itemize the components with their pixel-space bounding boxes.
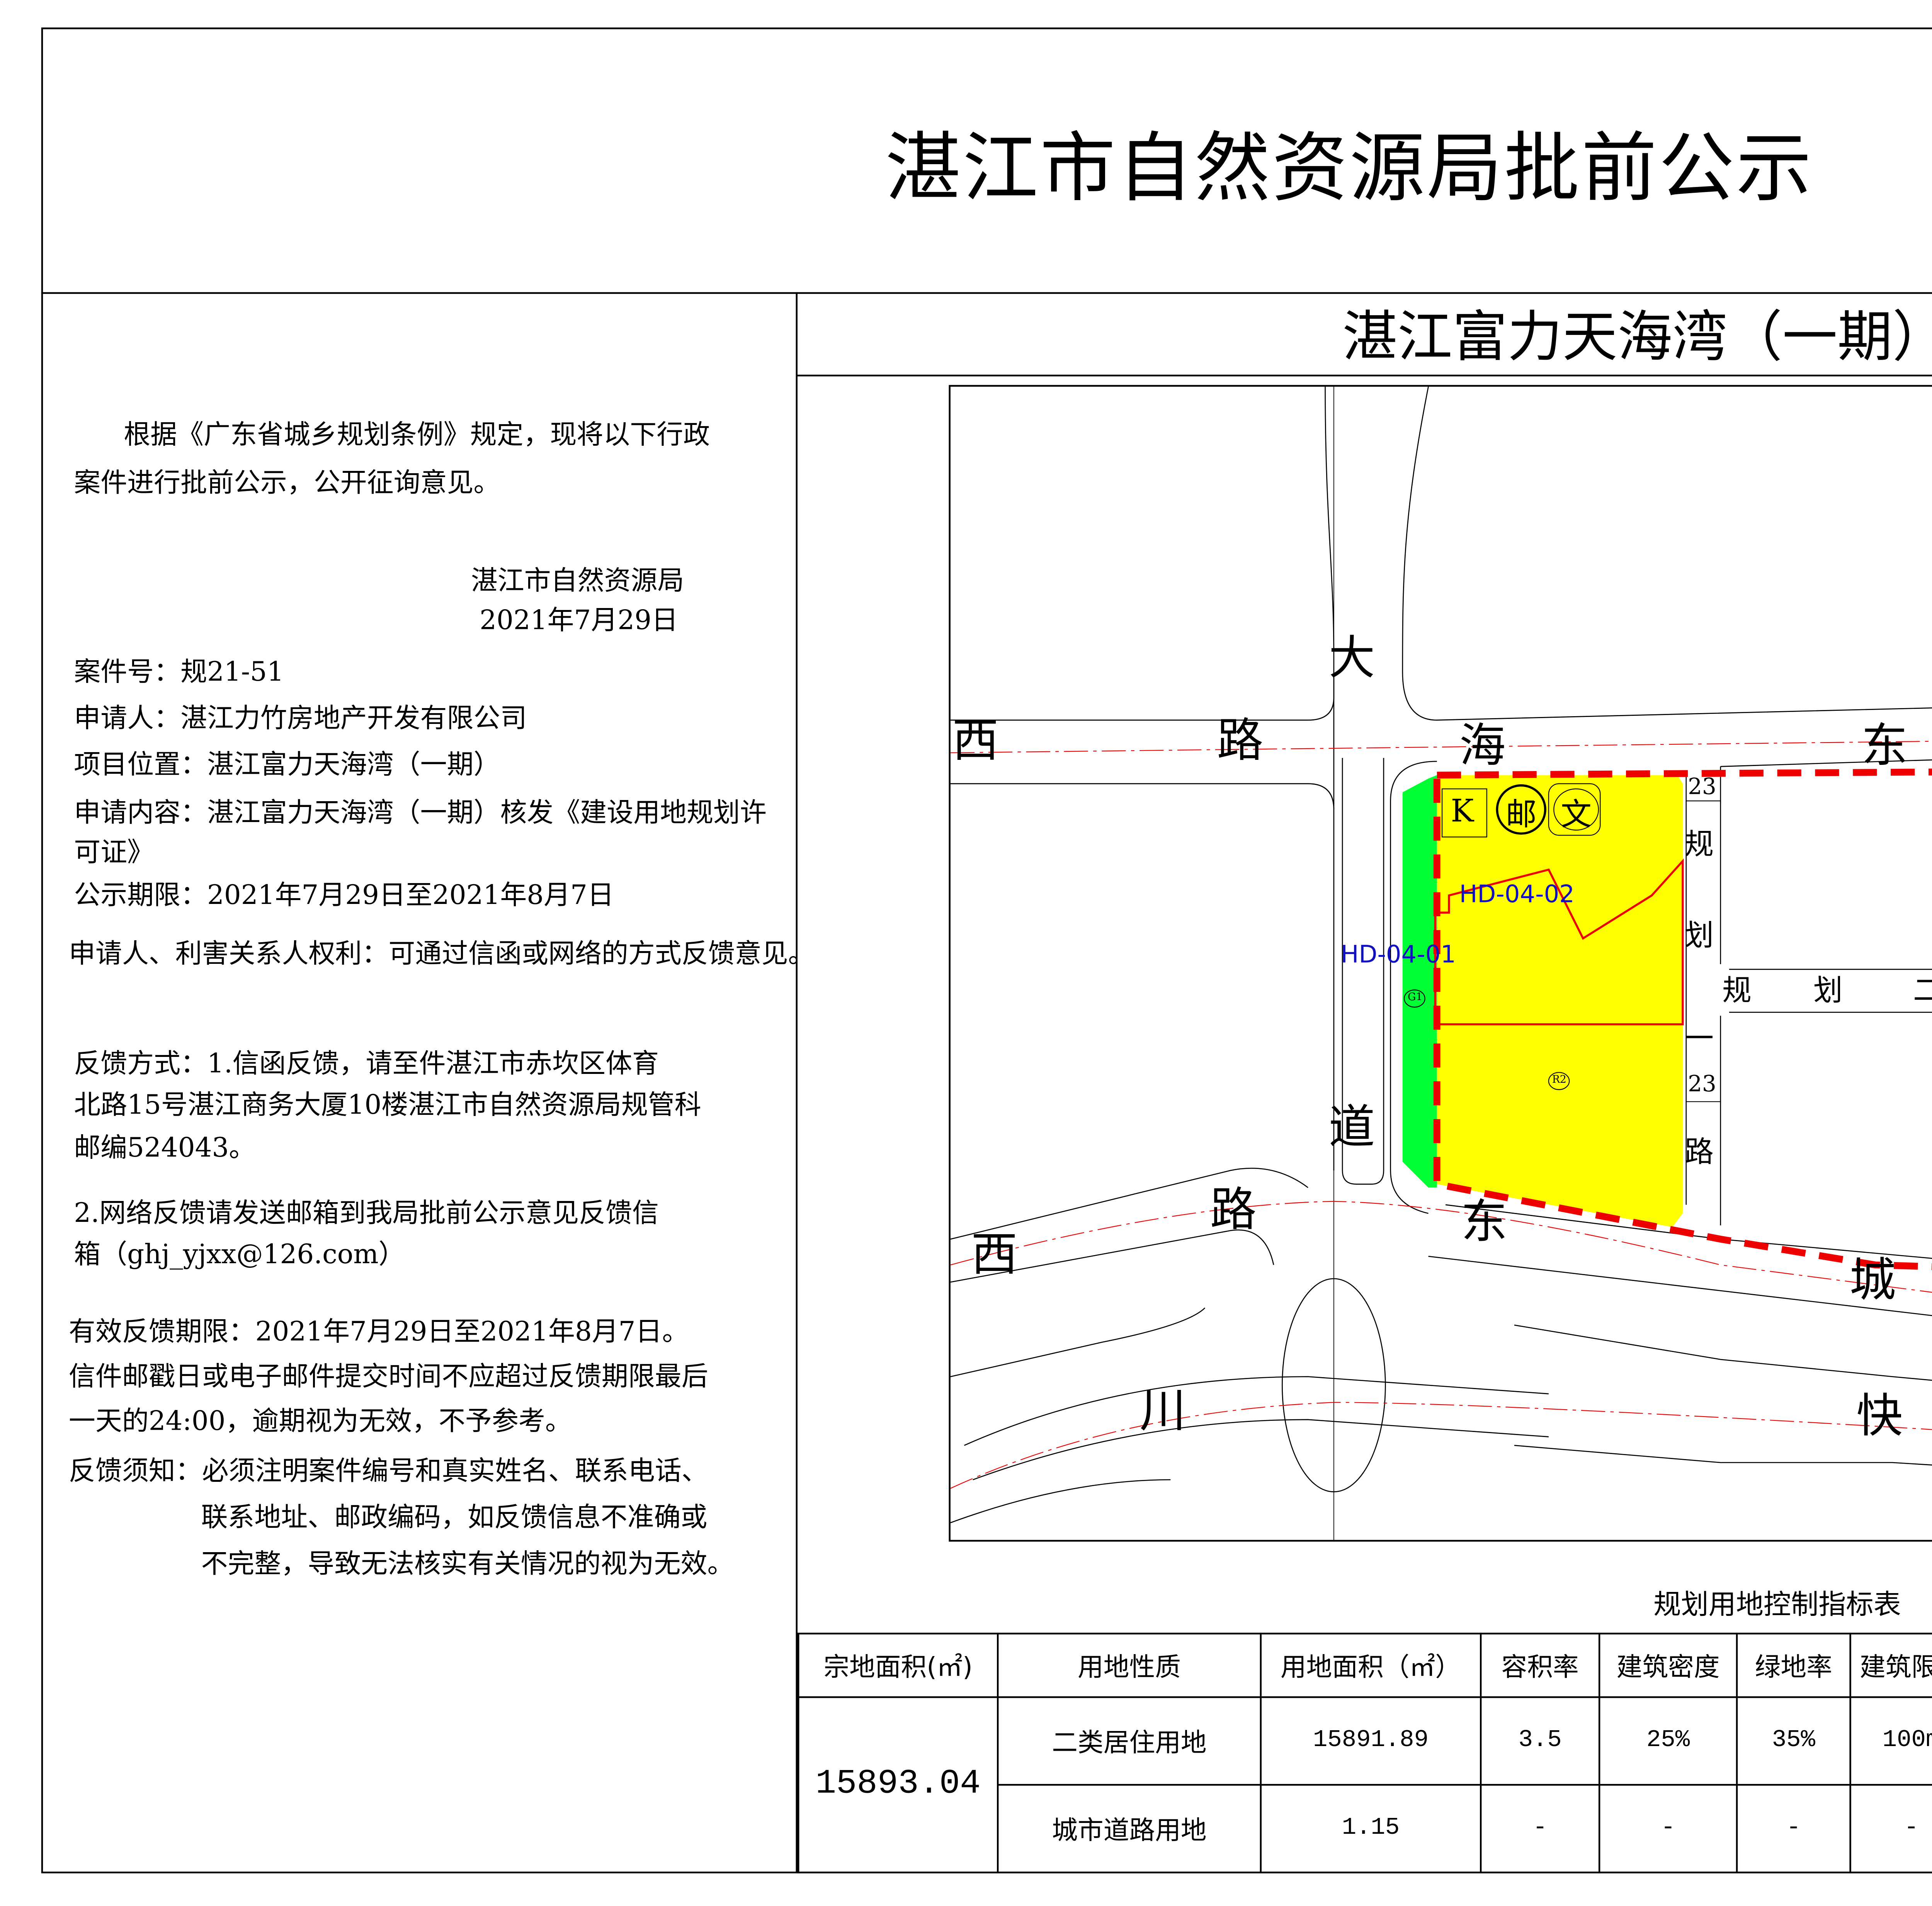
height-limit: - <box>1849 1784 1932 1874</box>
green-ratio: 35% <box>1736 1696 1851 1786</box>
divider <box>798 374 1932 377</box>
map-title: 湛江富力天海湾（一期）位置图 <box>1342 304 1932 370</box>
table-title: 规划用地控制指标表 <box>1653 1588 1901 1621</box>
online-feedback: 2.网络反馈请发送邮箱到我局批前公示意见反馈信 <box>74 1198 659 1229</box>
road-width-label: 23 <box>1688 1072 1716 1098</box>
col-header: 建筑限高 <box>1849 1633 1932 1698</box>
valid-period: 有效反馈期限：2021年7月29日至2021年8月7日。 <box>68 1316 689 1348</box>
feedback-email[interactable]: 箱（ghj_yjxx@126.com） <box>74 1239 405 1270</box>
road-label: 东 <box>1461 1196 1508 1250</box>
road-label: 西 <box>952 715 999 768</box>
notice-issuer: 湛江市自然资源局 <box>471 565 684 596</box>
road-label: 海 <box>1459 720 1506 774</box>
col-header: 用地性质 <box>997 1633 1262 1698</box>
case-number: 案件号：规21-51 <box>74 656 284 688</box>
land-use: 二类居住用地 <box>997 1696 1262 1786</box>
culture-facility-icon: 文 <box>1561 797 1592 834</box>
floor-area-ratio: 3.5 <box>1480 1696 1600 1786</box>
road-label: 路 <box>1217 715 1264 768</box>
height-limit: 100m <box>1849 1696 1932 1786</box>
road-label-guihua-1: 一 <box>1684 1023 1714 1057</box>
parcel-g1 <box>1402 775 1437 1188</box>
building-density: - <box>1598 1784 1738 1874</box>
notice-period: 公示期限：2021年7月29日至2021年8月7日 <box>74 880 614 911</box>
road-label: 快 <box>1856 1390 1903 1444</box>
notice-date: 2021年7月29日 <box>480 605 678 636</box>
feedback-notes: 不完整，导致无法核实有关情况的视为无效。 <box>201 1548 734 1580</box>
road-label-guihua-2: 二 <box>1913 977 1932 1007</box>
land-use: 城市道路用地 <box>997 1784 1262 1874</box>
road-label-guihua-1: 规 <box>1684 828 1714 863</box>
divider <box>41 292 1932 294</box>
road-label: 川 <box>1139 1385 1186 1439</box>
facility-k-icon: K <box>1451 794 1474 830</box>
deadline-note: 信件邮戳日或电子邮件提交时间不应超过反馈期限最后 <box>68 1361 708 1392</box>
parcel-id-label: HD-04-01 <box>1340 942 1456 970</box>
total-parcel-area: 15893.04 <box>798 1696 999 1874</box>
floor-area-ratio: - <box>1480 1784 1600 1874</box>
application-content: 可证》 <box>74 837 154 868</box>
road-label-guihua-2: 规 <box>1722 974 1752 1009</box>
col-header: 绿地率 <box>1736 1633 1851 1698</box>
road-label-guihua-2: 划 <box>1813 974 1843 1009</box>
building-density: 25% <box>1598 1696 1738 1786</box>
parcel-r2 <box>1437 775 1683 1227</box>
map-graphic <box>950 387 1932 1540</box>
green-ratio: - <box>1736 1784 1851 1874</box>
notice-intro: 案件进行批前公示，公开征询意见。 <box>74 467 500 499</box>
parcel-id-label: HD-04-02 <box>1459 882 1575 909</box>
land-control-table: 宗地面积(㎡) 用地性质 用地面积（㎡） 容积率 建筑密度 绿地率 建筑限高 备… <box>798 1633 1932 1874</box>
feedback-notes: 反馈须知：必须注明案件编号和真实姓名、联系电话、 <box>68 1456 708 1487</box>
post-office-icon: 邮 <box>1505 797 1537 834</box>
deadline-note: 一天的24:00，逾期视为无效，不予参考。 <box>68 1406 572 1437</box>
parcel-code-r2: R2 <box>1552 1074 1566 1086</box>
feedback-method: 北路15号湛江商务大厦10楼湛江市自然资源局规管科 <box>74 1089 701 1121</box>
road-label: 道 <box>1328 1101 1375 1155</box>
road-label: 东 <box>1861 720 1908 774</box>
page-title: 湛江市自然资源局批前公示 <box>885 124 1813 212</box>
feedback-method: 反馈方式：1.信函反馈，请至件湛江市赤坎区体育 <box>74 1048 659 1079</box>
location-map[interactable]: 西 路 大 海 东 鼎 中 道 西 路 东 城 路 中 川 快 规 划 一 路 … <box>949 385 1932 1542</box>
land-area: 1.15 <box>1260 1784 1482 1874</box>
table-row: 城市道路用地 1.15 - - - - <box>798 1784 1932 1874</box>
divider <box>796 292 798 1874</box>
road-label: 城 <box>1849 1254 1896 1308</box>
col-header: 建筑密度 <box>1598 1633 1738 1698</box>
land-area: 15891.89 <box>1260 1696 1482 1786</box>
col-header: 容积率 <box>1480 1633 1600 1698</box>
project-location: 项目位置：湛江富力天海湾（一期） <box>74 749 500 780</box>
application-content: 申请内容：湛江富力天海湾（一期）核发《建设用地规划许 <box>74 797 767 829</box>
road-label: 路 <box>1210 1184 1257 1238</box>
feedback-method: 邮编524043。 <box>74 1132 256 1164</box>
road-label-guihua-1: 划 <box>1684 919 1714 954</box>
road-label: 西 <box>971 1229 1018 1282</box>
table-header-row: 宗地面积(㎡) 用地性质 用地面积（㎡） 容积率 建筑密度 绿地率 建筑限高 备… <box>798 1633 1932 1698</box>
feedback-notes: 联系地址、邮政编码，如反馈信息不准确或 <box>201 1502 707 1533</box>
road-label-guihua-1: 路 <box>1684 1136 1714 1170</box>
road-width-label: 23 <box>1688 775 1716 801</box>
col-header: 宗地面积(㎡) <box>798 1633 999 1698</box>
applicant: 申请人：湛江力竹房地产开发有限公司 <box>74 703 527 734</box>
stakeholder-rights: 申请人、利害关系人权利：可通过信函或网络的方式反馈意见。 <box>68 938 815 970</box>
table-row: 15893.04 二类居住用地 15891.89 3.5 25% 35% 100… <box>798 1696 1932 1874</box>
parcel-code-g1: G1 <box>1408 992 1423 1004</box>
col-header: 用地面积（㎡） <box>1260 1633 1482 1698</box>
notice-intro: 根据《广东省城乡规划条例》规定，现将以下行政 <box>124 419 710 450</box>
road-label: 大 <box>1328 632 1375 686</box>
